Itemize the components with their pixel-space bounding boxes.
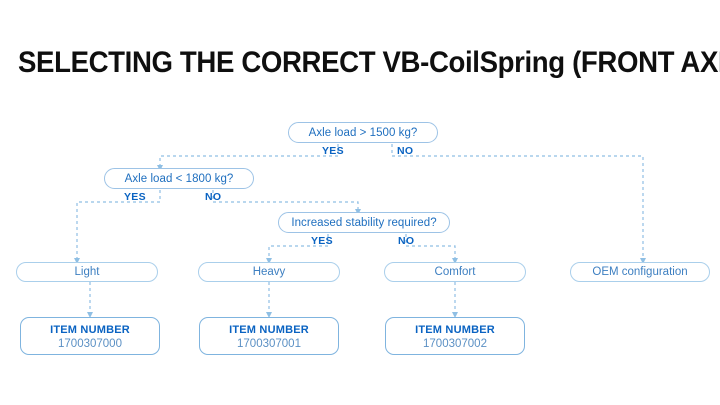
result-comfort[interactable]: Comfort — [384, 262, 526, 282]
decision-increased-stability[interactable]: Increased stability required? — [278, 212, 450, 233]
edge-d2-yes — [74, 190, 161, 264]
item-number-value: 1700307002 — [423, 337, 487, 350]
decision-axle-load-1800[interactable]: Axle load < 1800 kg? — [104, 168, 254, 189]
edge-d2-no — [212, 190, 361, 215]
edge-label-d2-no: NO — [205, 191, 222, 203]
page-title: SELECTING THE CORRECT VB-CoilSpring (FRO… — [18, 46, 720, 79]
result-oem-configuration[interactable]: OEM configuration — [570, 262, 710, 282]
item-number-value: 1700307000 — [58, 337, 122, 350]
edge-d3-yes — [266, 234, 329, 264]
edge-d1-yes — [157, 144, 339, 171]
edge-label-d1-no: NO — [397, 145, 414, 157]
result-heavy[interactable]: Heavy — [198, 262, 340, 282]
item-number-card-heavy[interactable]: ITEM NUMBER 1700307001 — [199, 317, 339, 355]
edge-label-d3-yes: YES — [311, 235, 333, 247]
decision-axle-load-1500[interactable]: Axle load > 1500 kg? — [288, 122, 438, 143]
item-number-label: ITEM NUMBER — [415, 323, 495, 336]
edge-d1-no — [391, 144, 646, 264]
item-number-card-light[interactable]: ITEM NUMBER 1700307000 — [20, 317, 160, 355]
edge-label-d3-no: NO — [398, 235, 415, 247]
item-number-label: ITEM NUMBER — [50, 323, 130, 336]
result-light[interactable]: Light — [16, 262, 158, 282]
edge-label-d1-yes: YES — [322, 145, 344, 157]
item-number-card-comfort[interactable]: ITEM NUMBER 1700307002 — [385, 317, 525, 355]
item-number-value: 1700307001 — [237, 337, 301, 350]
item-number-label: ITEM NUMBER — [229, 323, 309, 336]
edge-label-d2-yes: YES — [124, 191, 146, 203]
edge-d3-no — [405, 234, 458, 264]
